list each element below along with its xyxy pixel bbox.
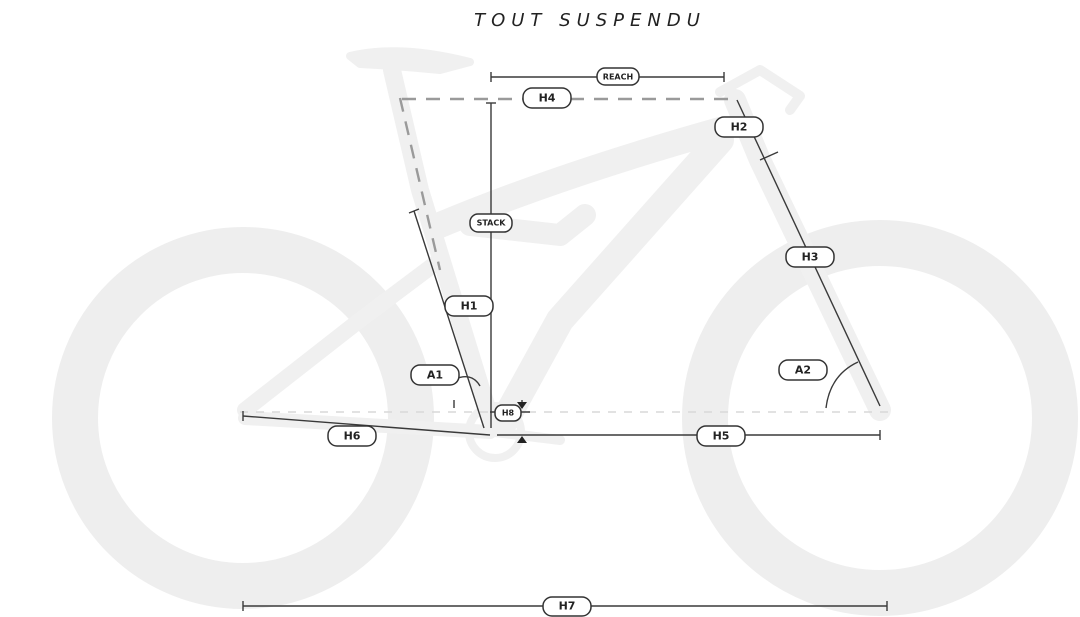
svg-text:H3: H3 (802, 251, 819, 264)
rear-wheel (52, 227, 434, 609)
svg-text:H4: H4 (539, 92, 556, 105)
svg-text:H2: H2 (731, 121, 748, 134)
svg-text:H8: H8 (502, 409, 515, 418)
label-stack: STACK (469, 213, 513, 233)
front-wheel (682, 220, 1078, 616)
svg-text:A1: A1 (427, 369, 443, 382)
label-h1: H1 (444, 295, 494, 317)
label-reach: REACH (596, 67, 640, 86)
label-a1: A1 (410, 364, 460, 386)
svg-text:REACH: REACH (603, 73, 633, 82)
label-h6: H6 (327, 425, 377, 447)
label-h8: H8 (494, 404, 522, 422)
svg-text:H6: H6 (344, 430, 361, 443)
svg-text:STACK: STACK (477, 219, 507, 228)
label-h3: H3 (785, 246, 835, 268)
svg-text:A2: A2 (795, 364, 811, 377)
label-a2: A2 (778, 359, 828, 381)
diagram-title: TOUT SUSPENDU (474, 10, 706, 31)
label-h7: H7 (542, 596, 592, 617)
svg-text:H1: H1 (461, 300, 478, 313)
svg-text:H7: H7 (559, 600, 576, 613)
label-h4: H4 (522, 87, 572, 109)
seat-dashed-line (398, 97, 442, 271)
label-h2: H2 (714, 116, 764, 138)
svg-text:H5: H5 (713, 430, 730, 443)
ghost-bike (52, 47, 1078, 616)
label-h5: H5 (696, 425, 746, 447)
